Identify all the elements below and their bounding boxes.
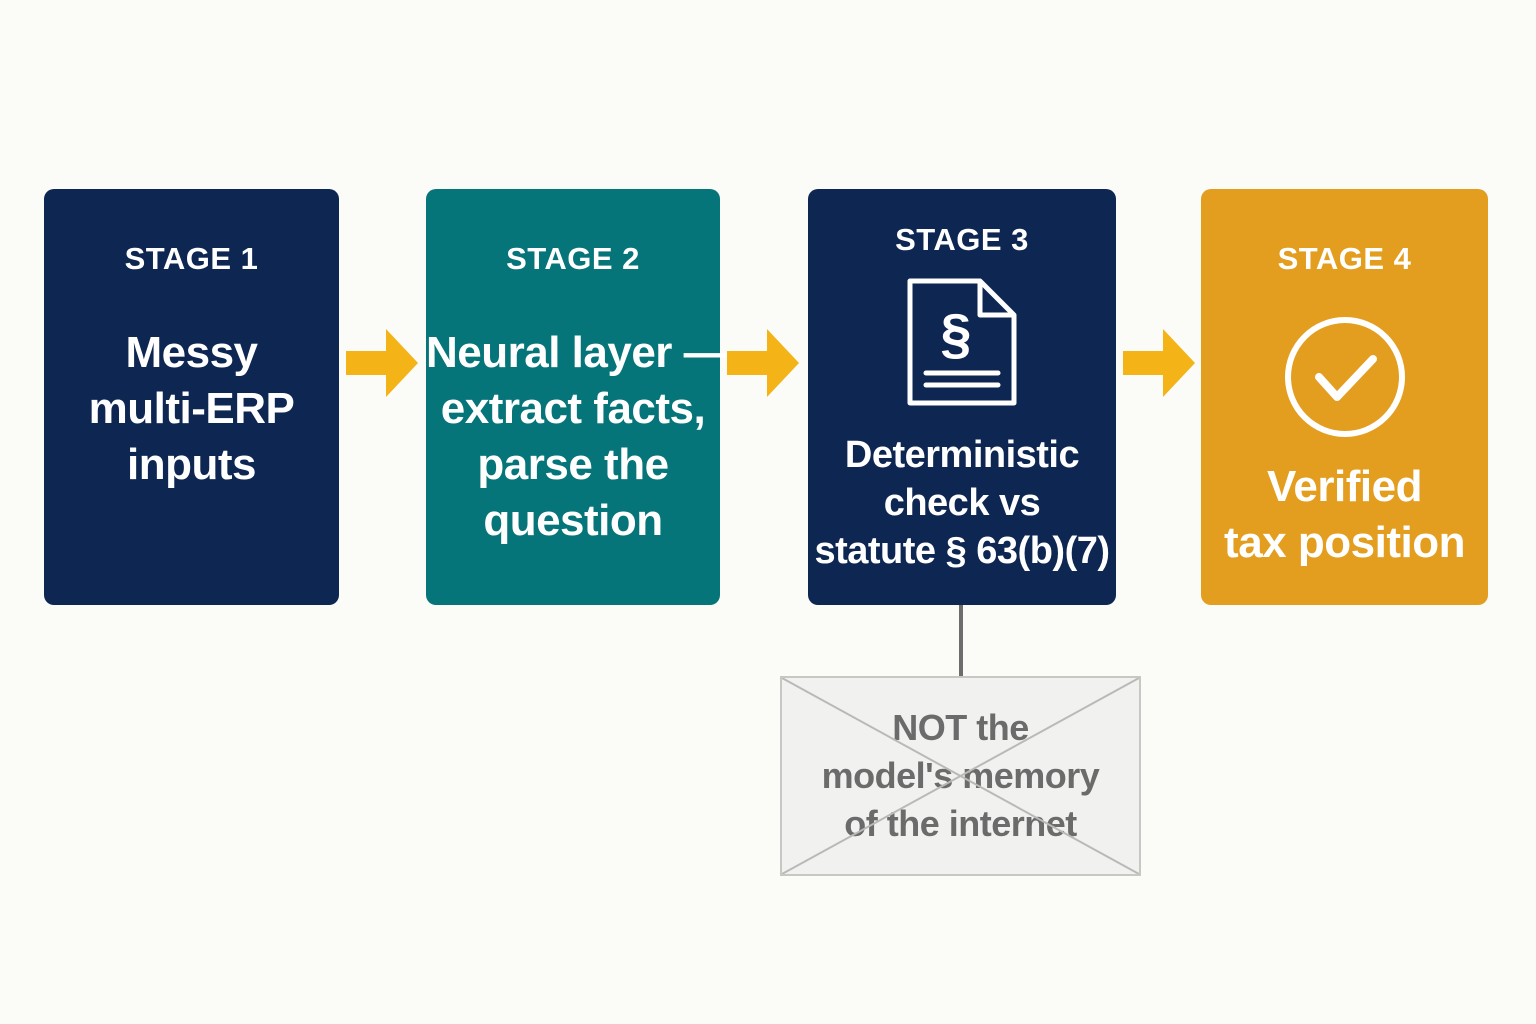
stage-4-line-1: Verified bbox=[1267, 462, 1422, 511]
stage-1-text: Messy multi-ERP inputs bbox=[44, 325, 339, 493]
stage-3-text: Deterministic check vs statute § 63(b)(7… bbox=[808, 431, 1116, 575]
stage-2-line-2: extract facts, bbox=[440, 384, 706, 433]
stage-3-label: STAGE 3 bbox=[895, 222, 1029, 257]
stage-4-line-2: tax position bbox=[1224, 518, 1465, 567]
stage-4-label: STAGE 4 bbox=[1277, 241, 1412, 276]
note-line-1: NOT the bbox=[892, 707, 1029, 748]
stage-2-box: STAGE 2 Neural layer — extract facts, pa… bbox=[426, 189, 728, 605]
stage-1-label: STAGE 1 bbox=[124, 241, 259, 276]
stage-1-line-1: Messy bbox=[125, 328, 258, 377]
check-circle-icon bbox=[1285, 317, 1405, 437]
statute-document-icon: § bbox=[907, 278, 1017, 406]
cross-out-icon bbox=[782, 678, 1139, 874]
stage-3-line-2: check vs bbox=[883, 482, 1041, 524]
stage-3-box: STAGE 3 § Deterministic check vs statute… bbox=[808, 189, 1116, 605]
arrow-right-icon bbox=[346, 329, 418, 397]
arrow-right-icon bbox=[727, 329, 799, 397]
stage-1-line-3: inputs bbox=[127, 440, 256, 489]
stage-3-line-3: statute § 63(b)(7) bbox=[814, 530, 1110, 572]
stage-1-line-2: multi-ERP bbox=[88, 384, 295, 433]
note-line-3: of the internet bbox=[844, 803, 1077, 844]
arrow-right-icon bbox=[1123, 329, 1195, 397]
stage-2-text: Neural layer — extract facts, parse the … bbox=[426, 325, 728, 549]
stage-2-label: STAGE 2 bbox=[506, 241, 640, 276]
stage-2-line-1: Neural layer — bbox=[426, 328, 728, 377]
connector-line bbox=[959, 605, 963, 677]
stage-2-line-3: parse the bbox=[477, 440, 669, 489]
stage-4-text: Verified tax position bbox=[1201, 459, 1488, 571]
section-symbol: § bbox=[940, 302, 971, 365]
stage-4-box: STAGE 4 Verified tax position bbox=[1201, 189, 1488, 605]
crossed-out-note: NOT the model's memory of the internet bbox=[780, 676, 1141, 876]
stage-3-line-1: Deterministic bbox=[844, 434, 1080, 476]
stage-1-box: STAGE 1 Messy multi-ERP inputs bbox=[44, 189, 339, 605]
stage-2-line-4: question bbox=[483, 496, 663, 545]
